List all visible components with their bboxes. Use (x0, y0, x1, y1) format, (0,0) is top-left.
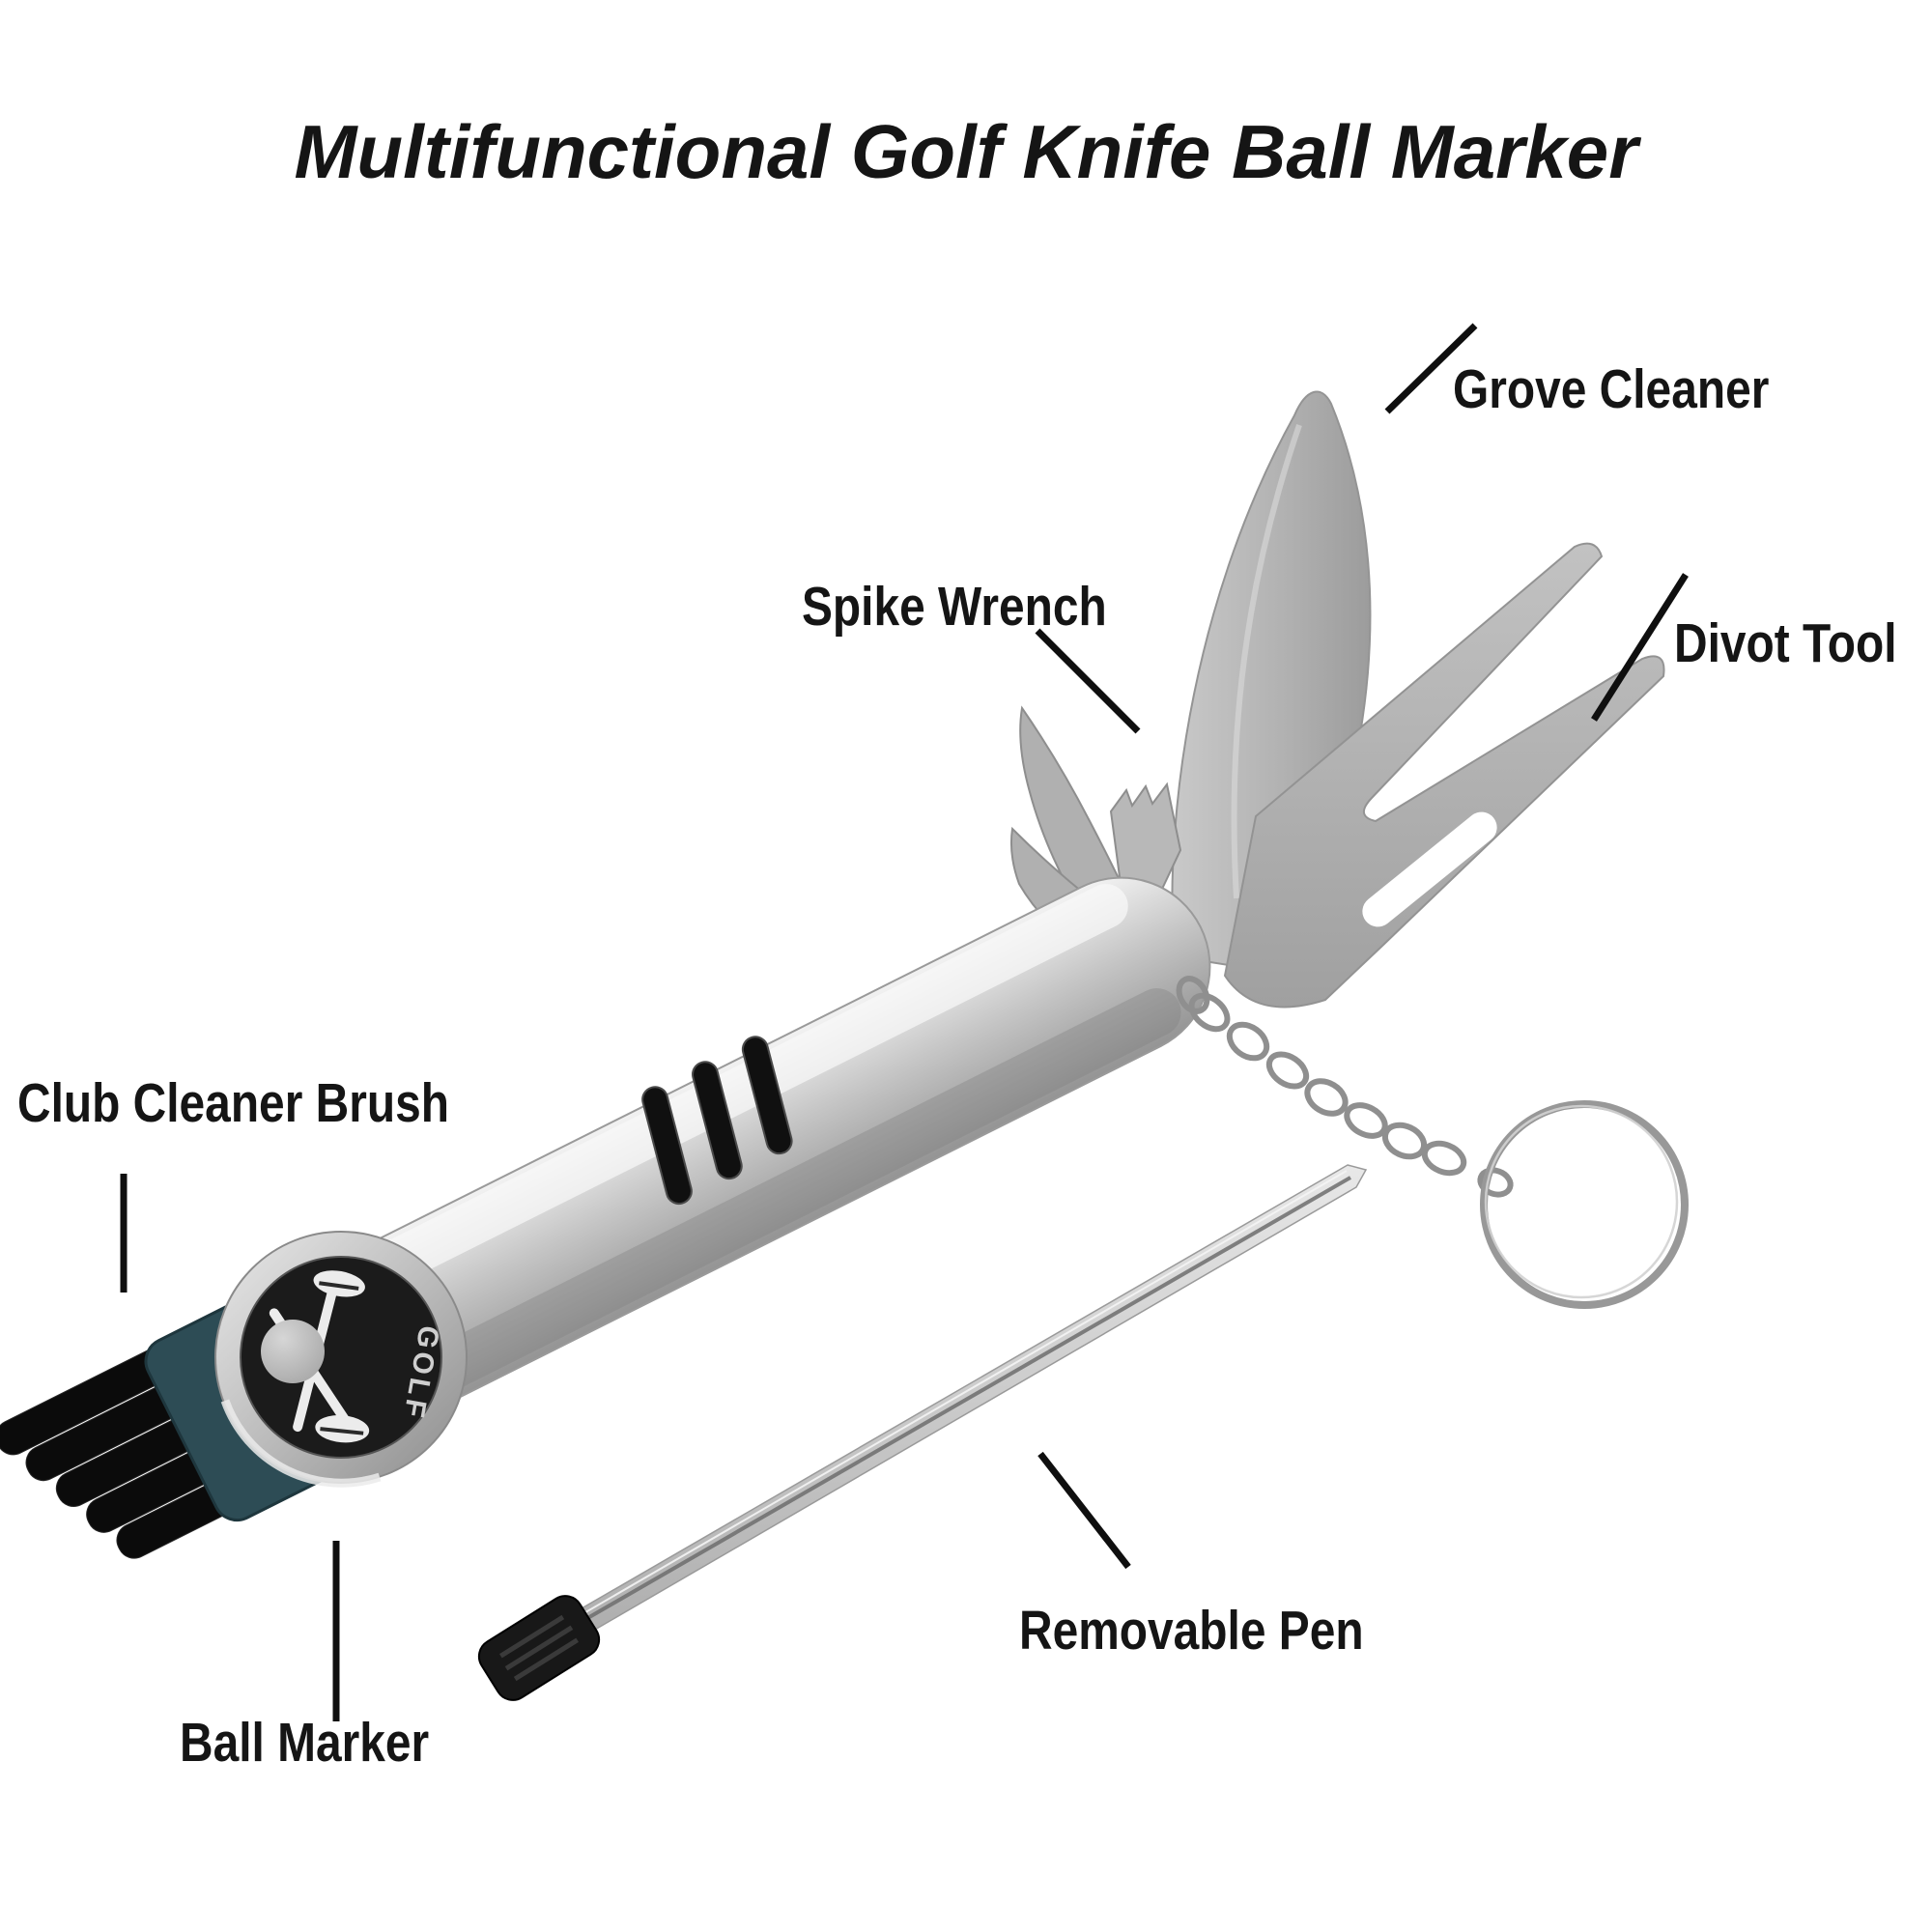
label-grove-cleaner: Grove Cleaner (1453, 358, 1770, 420)
label-club-cleaner-brush: Club Cleaner Brush (17, 1072, 449, 1134)
page-title: Multifunctional Golf Knife Ball Marker (294, 109, 1638, 194)
divot-tool-callout-line (1591, 573, 1689, 722)
grove-cleaner-callout-line (1384, 323, 1478, 414)
badge-ring-sheen (220, 1399, 382, 1488)
badge-face (240, 1256, 442, 1459)
keychain-ring-icon (1480, 1100, 1689, 1309)
golf-ball-shape (261, 1320, 325, 1383)
label-divot-tool: Divot Tool (1674, 612, 1897, 674)
removable-pen-callout-line (1037, 1451, 1131, 1570)
handle-shape (218, 876, 1211, 1464)
pen-shape (477, 1164, 1368, 1701)
handle-highlight (242, 884, 1128, 1350)
label-ball-marker: Ball Marker (180, 1712, 430, 1774)
pen-cap-shape (477, 1595, 601, 1701)
keychain-chain (1176, 976, 1514, 1198)
handle-slots (641, 1036, 793, 1206)
ball-marker-badge: GOLF (214, 1231, 468, 1488)
divot-tool-slot (1362, 811, 1497, 927)
spike-wrench-callout-line (1035, 628, 1141, 734)
label-spike-wrench: Spike Wrench (802, 576, 1107, 638)
label-removable-pen: Removable Pen (1019, 1600, 1364, 1662)
divot-tool-shape (1223, 542, 1665, 1009)
blade-highlight (1231, 424, 1302, 899)
handle-shadow (295, 988, 1181, 1457)
